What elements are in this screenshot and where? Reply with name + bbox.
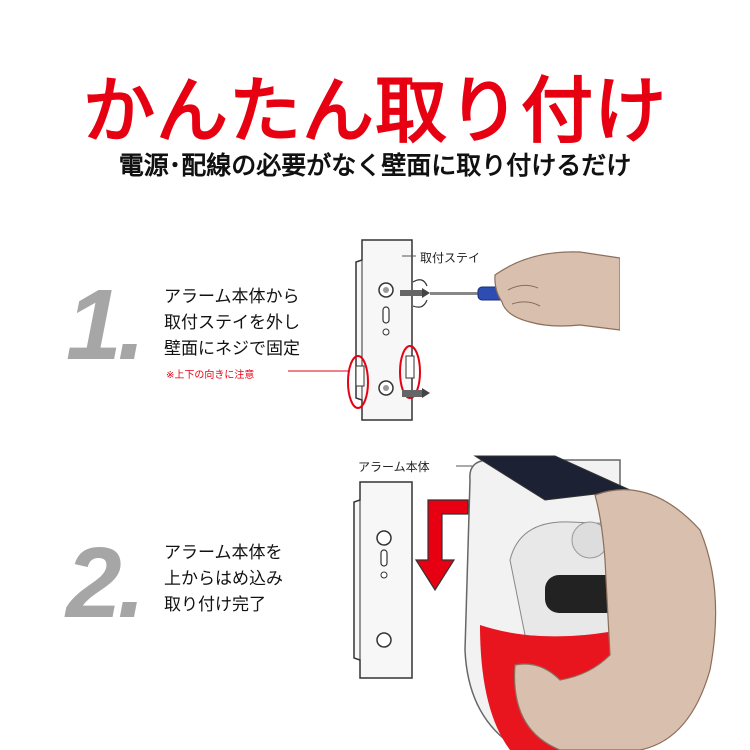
screw-bottom-icon	[402, 388, 430, 398]
caution-circle-right	[399, 345, 421, 399]
step1-line-1: アラーム本体から	[164, 287, 300, 307]
step2-line-1: アラーム本体を	[164, 543, 283, 563]
step2-number: 2.	[66, 527, 145, 639]
screw-top-icon	[400, 288, 430, 298]
step2-instructions: アラーム本体を 上からはめ込み 取り付け完了	[164, 540, 283, 618]
bracket-label: 取付ステイ	[420, 251, 481, 265]
caution-circle-left	[347, 355, 369, 409]
hand-illustration	[494, 251, 620, 331]
page-subtitle: 電源･配線の必要がなく壁面に取り付けるだけ	[118, 151, 632, 180]
step2-line-2: 上からはめ込み	[164, 569, 283, 589]
step2-illustration	[353, 455, 717, 750]
step1-number: 1.	[66, 269, 145, 381]
step1-caution-note: ※上下の向きに注意	[166, 370, 255, 381]
step1-line-2: 取付ステイを外し	[164, 313, 300, 333]
alarm-unit-label: アラーム本体	[358, 460, 430, 474]
mounting-bracket-illustration	[355, 239, 415, 421]
rotation-arrow-icon	[412, 279, 428, 287]
page-title: かんたん取り付け	[82, 69, 667, 153]
mounting-bracket-2-illustration	[353, 481, 413, 679]
step2-line-3: 取り付け完了	[164, 595, 266, 615]
step1-instructions: アラーム本体から 取付ステイを外し 壁面にネジで固定	[164, 284, 300, 362]
sensor-window-icon	[545, 575, 620, 613]
step1-line-3: 壁面にネジで固定	[164, 339, 300, 359]
step1-illustration	[288, 239, 620, 421]
down-arrow-icon	[414, 499, 469, 592]
